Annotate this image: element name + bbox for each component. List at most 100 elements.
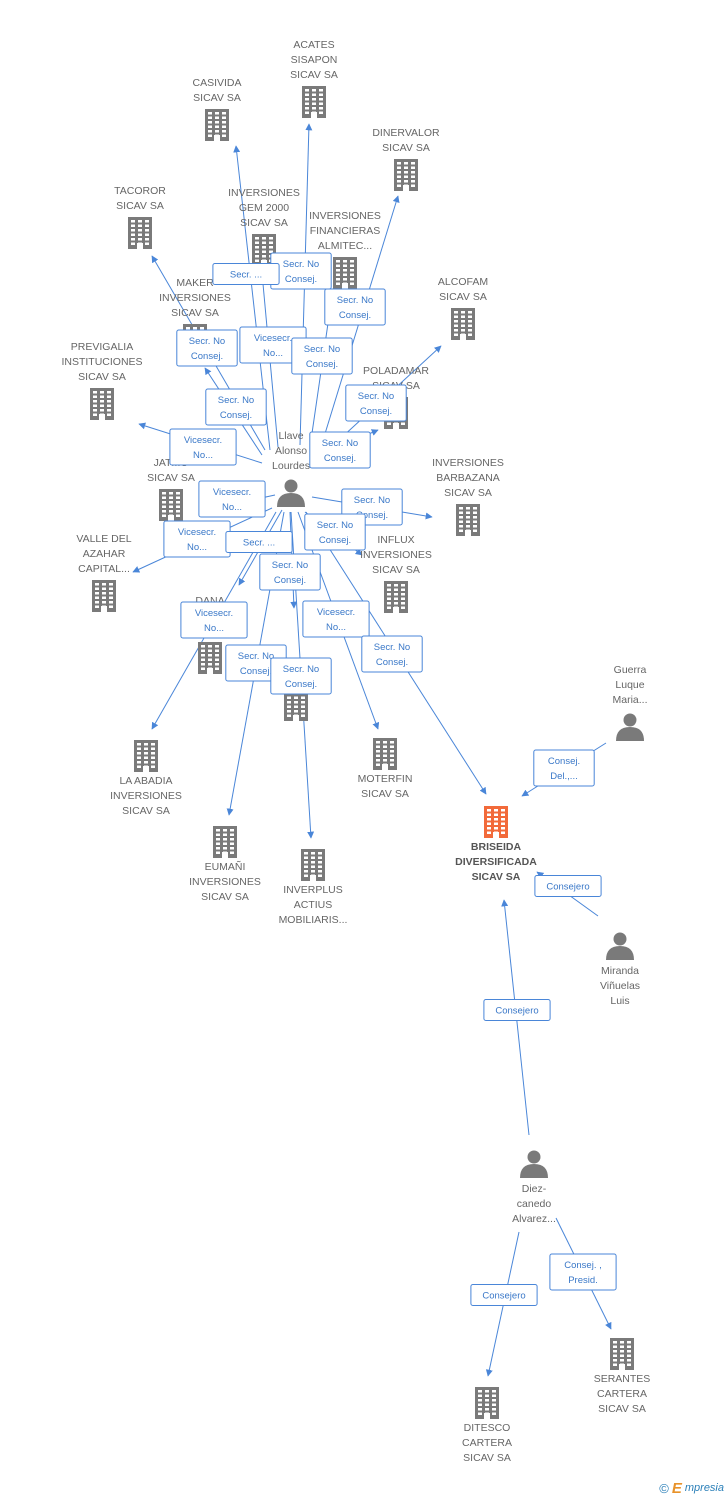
node-label-line: INVERPLUS [283,884,343,896]
edge-label-text: Secr. No [358,391,394,402]
node-label-line: INSTITUCIONES [61,356,142,368]
node-label-line: SISAPON [291,54,338,66]
node-eumani[interactable]: EUMAÑI INVERSIONES SICAV SA [189,826,261,903]
edge-label-llave-moterfin[interactable]: Vicesecr.No... [302,600,370,638]
building-icon [384,581,408,613]
edge-label-text: Consej. [376,657,408,668]
edge-label-llave-gem2000[interactable]: Vicesecr. No... [239,326,307,364]
edge-label-llave-valle[interactable]: Vicesecr. No... [163,520,231,558]
edge-label-llave-abadia[interactable]: Vicesecr.No... [180,601,248,639]
node-label-line: Miranda [601,965,639,977]
building-icon [128,217,152,249]
node-diez[interactable]: Diez-canedoAlvarez... [512,1150,556,1226]
edge-label-text: Secr. No [322,438,358,449]
node-valle[interactable]: VALLE DELAZAHARCAPITAL... [76,533,132,612]
edge-label-box [225,531,293,553]
building-icon [610,1338,634,1370]
edge-label-guerra-briseida[interactable]: Consej.Del.,... [533,749,595,787]
edge-label-text: No... [204,623,224,634]
node-label-line: DITESCO [464,1422,511,1434]
edge-label-text: Vicesecr. [254,333,292,344]
edge-label-llave-casivida[interactable]: Secr. ... [212,263,280,285]
node-label-line: SICAV SA [201,891,249,903]
node-label-line: INVERSIONES [189,876,261,888]
node-label-line: AZAHAR [83,548,126,560]
edge-label-llave-poladamar[interactable]: Secr. No Consej. [309,431,371,469]
edge-label-text: Presid. [568,1275,598,1286]
node-label-line: SICAV SA [240,217,288,229]
node-label-line: DINERVALOR [372,127,440,139]
person-icon [277,479,305,507]
edge-label-text: Consej. [324,453,356,464]
node-almitec[interactable]: INVERSIONESFINANCIERASALMITEC... [309,210,381,289]
edge-label-text: Secr. No [304,344,340,355]
edge-label-llave-dana[interactable]: Secr. ... [225,531,293,553]
edge-label-text: No... [187,542,207,553]
node-inverplus[interactable]: INVERPLUSACTIUSMOBILIARIS... [279,849,348,926]
edge-label-text: Vicesecr. [178,527,216,538]
node-label-line: LA ABADIA [119,775,172,787]
edge-label-text: Consej. [285,274,317,285]
node-label-line: BRISEIDA [471,841,522,853]
edge-label-llave-jatmo[interactable]: Vicesecr.No... [198,480,266,518]
edge-label-diez-ditesco[interactable]: Consejero [470,1284,538,1306]
node-label-line: Lourdes [272,460,310,472]
edge-label-text: Consejero [546,882,589,893]
node-label-line: EUMAÑI [205,860,246,873]
edge-label-text: Del.,... [550,771,577,782]
edge-label-text: No... [263,348,283,359]
building-icon [134,740,158,772]
building-icon [198,642,222,674]
node-guerra[interactable]: GuerraLuqueMaria... [612,664,648,741]
edge-label-box [169,428,237,466]
edge-label-box [176,329,238,367]
node-label-line: POLADAMAR [363,365,429,377]
node-label-line: INVERSIONES [110,790,182,802]
building-icon [333,257,357,289]
edge-label-diez-briseida[interactable]: Consejero [483,999,551,1021]
edge-label-text: Vicesecr. [213,487,251,498]
node-label-line: INVERSIONES [159,292,231,304]
node-label-line: SICAV SA [463,1452,511,1464]
node-label-line: PREVIGALIA [71,341,133,353]
node-label-line: ACATES [293,39,334,51]
node-jatmo[interactable]: JATMOSICAV SA [147,457,195,521]
node-label-line: BARBAZANA [436,472,500,484]
brand-initial: E [671,1479,682,1497]
edge-labels-layer: Secr. No Consej. Secr. ... Secr. No Consej. S… [163,252,617,1306]
edge-label-text: Consejero [495,1006,538,1017]
edge-label-text: Secr. ... [243,538,275,549]
node-label-line: SICAV SA [598,1403,646,1415]
edge-label-miranda-briseida[interactable]: Consejero [534,875,602,897]
copyright-symbol: © [659,1480,669,1496]
edge-label-llave-previgalia[interactable]: Vicesecr.No... [169,428,237,466]
building-icon [92,580,116,612]
edge-label-text: Consej. [191,351,223,362]
edge-label-diez-serantes[interactable]: Consej. ,Presid. [549,1253,617,1291]
